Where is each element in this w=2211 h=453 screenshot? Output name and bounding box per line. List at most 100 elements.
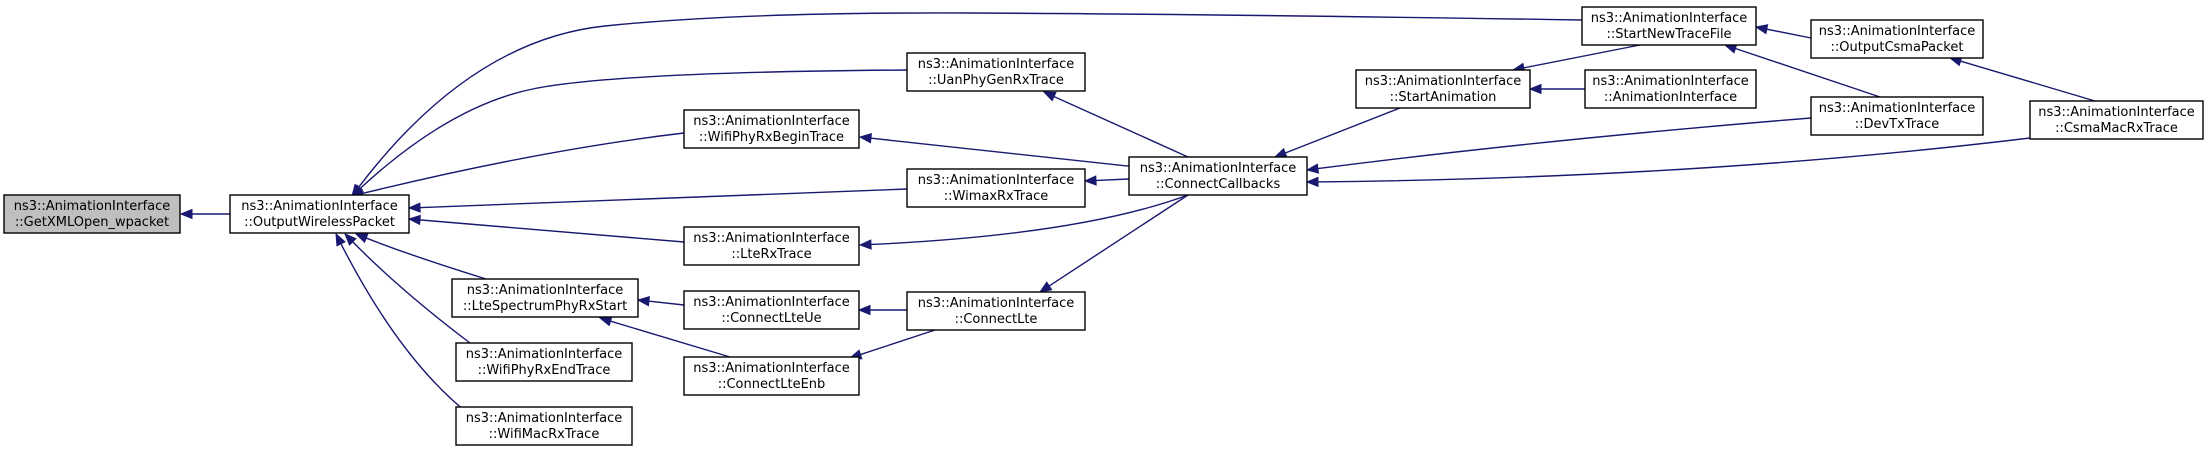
node-csmamac[interactable]: ns3::AnimationInterface::CsmaMacRxTrace <box>2029 100 2204 140</box>
node-box <box>683 109 860 149</box>
node-label-namespace: ns3::AnimationInterface <box>1140 161 1297 176</box>
edge-connectcallbacks-to-uanphy <box>1042 91 1189 158</box>
node-box <box>683 356 860 396</box>
node-box <box>1128 156 1308 196</box>
node-wifiphyrxbegin[interactable]: ns3::AnimationInterface::WifiPhyRxBeginT… <box>683 109 860 149</box>
node-label-namespace: ns3::AnimationInterface <box>918 173 1075 188</box>
edge-wifiphyrxend-to-outwireless <box>344 233 471 344</box>
arrowhead <box>1042 91 1057 102</box>
node-label-method: ::ConnectCallbacks <box>1156 177 1281 192</box>
arrowhead <box>344 233 357 246</box>
node-label-namespace: ns3::AnimationInterface <box>1365 74 1522 89</box>
node-ltespectrum[interactable]: ns3::AnimationInterface::LteSpectrumPhyR… <box>451 278 639 318</box>
edge-line <box>1733 47 1881 98</box>
edge-line <box>858 329 936 356</box>
node-outputcsma[interactable]: ns3::AnimationInterface::OutputCsmaPacke… <box>1810 19 1984 59</box>
node-getxml: ns3::AnimationInterface::GetXMLOpen_wpac… <box>3 194 181 234</box>
node-label-method: ::WimaxRxTrace <box>944 189 1048 204</box>
node-box <box>1355 69 1531 109</box>
node-label-method: ::LteSpectrumPhyRxStart <box>463 299 627 314</box>
node-box <box>906 168 1086 208</box>
node-animinterface[interactable]: ns3::AnimationInterface::AnimationInterf… <box>1584 69 1757 109</box>
edge-line <box>1315 117 1812 170</box>
node-connectlteenb[interactable]: ns3::AnimationInterface::ConnectLteEnb <box>683 356 860 396</box>
node-startanimation[interactable]: ns3::AnimationInterface::StartAnimation <box>1355 69 1531 109</box>
edge-line <box>1521 44 1641 69</box>
edge-line <box>646 300 685 306</box>
arrowhead <box>1305 163 1320 174</box>
edge-animinterface-to-startanimation <box>1528 83 1585 95</box>
nodes-layer: ns3::AnimationInterface::GetXMLOpen_wpac… <box>3 6 2204 446</box>
node-label-namespace: ns3::AnimationInterface <box>241 199 398 214</box>
node-box <box>3 194 181 234</box>
node-box <box>683 290 860 330</box>
arrowhead <box>858 239 872 250</box>
edge-wifimac-to-outwireless <box>335 232 471 416</box>
node-label-method: ::ConnectLteEnb <box>718 377 826 392</box>
arrowhead <box>335 232 346 247</box>
node-outwireless[interactable]: ns3::AnimationInterface::OutputWirelessP… <box>229 194 410 234</box>
node-label-namespace: ns3::AnimationInterface <box>1592 74 1749 89</box>
arrowhead <box>1273 147 1288 158</box>
node-label-method: ::GetXMLOpen_wpacket <box>15 215 169 230</box>
edges-layer <box>179 12 2096 416</box>
arrowhead <box>1305 176 1319 188</box>
edge-ltespectrum-to-outwireless <box>354 233 487 280</box>
node-connectcallbacks[interactable]: ns3::AnimationInterface::ConnectCallback… <box>1128 156 1308 196</box>
node-wimax[interactable]: ns3::AnimationInterface::WimaxRxTrace <box>906 168 1086 208</box>
edge-line <box>358 69 908 191</box>
edge-csmamac-to-outputcsma <box>1948 56 2096 102</box>
node-label-namespace: ns3::AnimationInterface <box>467 283 624 298</box>
edge-connectcallbacks-to-wimax <box>1083 175 1130 186</box>
edge-connectlteue-to-ltespectrum <box>636 296 685 307</box>
node-label-method: ::AnimationInterface <box>1604 90 1737 105</box>
node-box <box>1810 19 1984 59</box>
edge-csmamac-to-connectcallbacks <box>1305 137 2031 188</box>
node-wifiphyrxend[interactable]: ns3::AnimationInterface::WifiPhyRxEndTra… <box>455 342 633 382</box>
node-label-method: ::CsmaMacRxTrace <box>2055 121 2178 136</box>
node-connectlteue[interactable]: ns3::AnimationInterface::ConnectLteUe <box>683 290 860 330</box>
node-label-method: ::WifiPhyRxBeginTrace <box>699 130 844 145</box>
edge-line <box>350 239 471 344</box>
arrowhead <box>1038 281 1053 293</box>
edge-line <box>1093 178 1130 182</box>
edge-wimax-to-outwireless <box>407 188 908 213</box>
arrowhead <box>407 214 421 226</box>
node-uanphy[interactable]: ns3::AnimationInterface::UanPhyGenRxTrac… <box>906 52 1086 92</box>
edge-connectlte-to-connectlteenb <box>848 329 936 360</box>
edge-startanimation-to-connectcallbacks <box>1273 107 1401 158</box>
edge-startnewtrace-to-startanimation <box>1511 44 1641 73</box>
node-label-namespace: ns3::AnimationInterface <box>918 296 1075 311</box>
edge-line <box>608 319 731 358</box>
node-devtx[interactable]: ns3::AnimationInterface::DevTxTrace <box>1810 96 1984 136</box>
edge-line <box>360 132 685 195</box>
edge-connectlte-to-connectlteue <box>857 304 907 316</box>
edge-line <box>356 12 1583 190</box>
edge-line <box>868 137 1147 169</box>
node-wifimac[interactable]: ns3::AnimationInterface::WifiMacRxTrace <box>455 406 633 446</box>
node-label-method: ::OutputWirelessPacket <box>244 215 395 230</box>
node-box <box>1581 6 1757 46</box>
node-box <box>906 291 1086 331</box>
node-lterx[interactable]: ns3::AnimationInterface::LteRxTrace <box>683 226 860 266</box>
arrowhead <box>598 316 613 327</box>
node-box <box>455 342 633 382</box>
node-label-namespace: ns3::AnimationInterface <box>693 114 850 129</box>
edge-outwireless-to-getxml <box>179 208 230 220</box>
node-box <box>1810 96 1984 136</box>
node-box <box>455 406 633 446</box>
node-label-namespace: ns3::AnimationInterface <box>693 295 850 310</box>
node-startnewtrace[interactable]: ns3::AnimationInterface::StartNewTraceFi… <box>1581 6 1757 46</box>
edge-line <box>1958 59 2096 102</box>
edge-line <box>1283 107 1401 155</box>
node-label-method: ::StartNewTraceFile <box>1606 27 1731 42</box>
arrowhead <box>407 202 421 213</box>
edge-line <box>364 236 487 280</box>
node-label-namespace: ns3::AnimationInterface <box>466 347 623 362</box>
node-label-method: ::DevTxTrace <box>1855 117 1940 132</box>
node-label-namespace: ns3::AnimationInterface <box>1819 24 1976 39</box>
node-label-method: ::WifiPhyRxEndTrace <box>478 363 611 378</box>
node-connectlte[interactable]: ns3::AnimationInterface::ConnectLte <box>906 291 1086 331</box>
arrowhead <box>1754 24 1769 35</box>
